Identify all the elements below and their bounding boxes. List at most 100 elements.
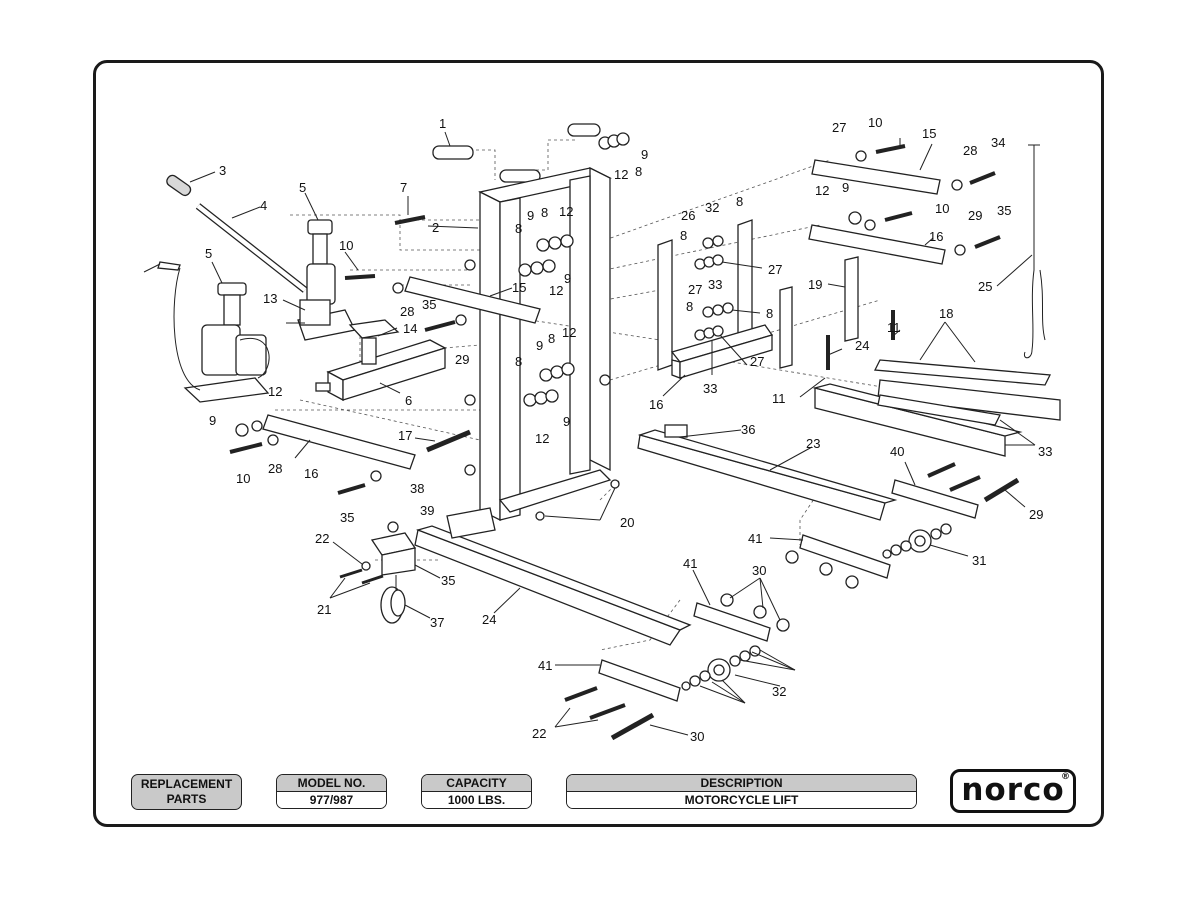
callout-label: 12 bbox=[614, 167, 628, 182]
callout-label: 28 bbox=[400, 304, 414, 319]
callout-label: 8 bbox=[736, 194, 743, 209]
part-bracket bbox=[348, 319, 400, 365]
callout-label: 16 bbox=[649, 397, 663, 412]
norco-logo: norco ® bbox=[950, 769, 1076, 813]
callout-label: 31 bbox=[972, 553, 986, 568]
callout-label: 20 bbox=[620, 515, 634, 530]
callout-label: 5 bbox=[299, 180, 306, 195]
part-carriage bbox=[657, 219, 774, 379]
callout-label: 8 bbox=[548, 331, 555, 346]
callout-label: 33 bbox=[708, 277, 722, 292]
callout-label: 29 bbox=[1029, 507, 1043, 522]
callout-label: 33 bbox=[1038, 444, 1052, 459]
replacement-parts-box: REPLACEMENT PARTS bbox=[131, 774, 242, 810]
part-main-frame bbox=[464, 166, 612, 522]
callout-label: 29 bbox=[968, 208, 982, 223]
callout-label: 32 bbox=[772, 684, 786, 699]
callout-label: 8 bbox=[635, 164, 642, 179]
part-roller bbox=[432, 123, 601, 183]
capacity-value: 1000 LBS. bbox=[422, 792, 531, 808]
callout-label: 16 bbox=[929, 229, 943, 244]
part-bottle-jack bbox=[286, 219, 356, 341]
logo-wordmark: norco bbox=[961, 772, 1065, 808]
callout-label: 2 bbox=[432, 220, 439, 235]
callout-label: 8 bbox=[541, 205, 548, 220]
callout-label: 34 bbox=[991, 135, 1005, 150]
callout-label: 5 bbox=[205, 246, 212, 261]
callout-label: 35 bbox=[340, 510, 354, 525]
replacement-parts-label: REPLACEMENT PARTS bbox=[140, 777, 233, 806]
callout-label: 12 bbox=[268, 384, 282, 399]
part-hardware-stacks bbox=[235, 132, 966, 571]
description-header: DESCRIPTION bbox=[567, 775, 916, 792]
part-pads bbox=[779, 256, 859, 369]
callout-label: 25 bbox=[978, 279, 992, 294]
callout-label: 7 bbox=[400, 180, 407, 195]
callout-label: 27 bbox=[768, 262, 782, 277]
callout-label: 29 bbox=[455, 352, 469, 367]
callout-label: 15 bbox=[512, 280, 526, 295]
callout-label: 35 bbox=[441, 573, 455, 588]
callout-label: 27 bbox=[750, 354, 764, 369]
callout-label: 27 bbox=[688, 282, 702, 297]
callout-label: 19 bbox=[808, 277, 822, 292]
callout-label: 9 bbox=[563, 414, 570, 429]
part-caster bbox=[370, 532, 417, 624]
callout-label: 12 bbox=[549, 283, 563, 298]
callout-label: 9 bbox=[209, 413, 216, 428]
part-tie-down-strap bbox=[1023, 144, 1046, 359]
callout-label: 13 bbox=[263, 291, 277, 306]
callout-label: 8 bbox=[686, 299, 693, 314]
capacity-header: CAPACITY bbox=[422, 775, 531, 792]
part-base-rails bbox=[414, 424, 898, 646]
part-link-arms bbox=[262, 159, 946, 470]
callout-label: 4 bbox=[260, 198, 267, 213]
callout-label: 17 bbox=[398, 428, 412, 443]
callout-label: 24 bbox=[482, 612, 496, 627]
callout-label: 27 bbox=[832, 120, 846, 135]
callout-label: 28 bbox=[963, 143, 977, 158]
callout-label: 11 bbox=[772, 391, 786, 406]
callout-label: 21 bbox=[317, 602, 331, 617]
callout-label: 26 bbox=[681, 208, 695, 223]
registered-mark: ® bbox=[1061, 772, 1070, 782]
callout-label: 9 bbox=[842, 180, 849, 195]
model-number-value: 977/987 bbox=[277, 792, 386, 808]
part-tube bbox=[315, 339, 447, 402]
model-number-box: MODEL NO. 977/987 bbox=[276, 774, 387, 809]
capacity-box: CAPACITY 1000 LBS. bbox=[421, 774, 532, 809]
callout-label: 8 bbox=[515, 354, 522, 369]
leader-lines bbox=[189, 131, 1036, 736]
callout-label: 8 bbox=[515, 221, 522, 236]
callout-label: 22 bbox=[315, 531, 329, 546]
callout-label: 12 bbox=[562, 325, 576, 340]
callout-label: 18 bbox=[939, 306, 953, 321]
callout-label: 41 bbox=[538, 658, 552, 673]
callout-label: 12 bbox=[559, 204, 573, 219]
callout-label: 10 bbox=[868, 115, 882, 130]
part-air-jack bbox=[143, 261, 270, 403]
callout-label: 23 bbox=[806, 436, 820, 451]
callout-label: 39 bbox=[420, 503, 434, 518]
callout-label: 40 bbox=[890, 444, 904, 459]
callout-label: 10 bbox=[339, 238, 353, 253]
callout-label: 6 bbox=[405, 393, 412, 408]
callout-label: 30 bbox=[690, 729, 704, 744]
description-box: DESCRIPTION MOTORCYCLE LIFT bbox=[566, 774, 917, 809]
callout-label: 9 bbox=[527, 208, 534, 223]
callout-label: 9 bbox=[536, 338, 543, 353]
callout-label: 8 bbox=[680, 228, 687, 243]
part-side-plates bbox=[598, 479, 979, 702]
callout-label: 14 bbox=[403, 321, 417, 336]
callout-label: 9 bbox=[641, 147, 648, 162]
callout-label: 9 bbox=[564, 271, 571, 286]
callout-label: 41 bbox=[683, 556, 697, 571]
callout-label: 15 bbox=[922, 126, 936, 141]
callout-label: 35 bbox=[997, 203, 1011, 218]
description-value: MOTORCYCLE LIFT bbox=[567, 792, 916, 808]
callout-label: 11 bbox=[887, 320, 901, 335]
callout-label: 10 bbox=[935, 201, 949, 216]
callout-labels: 1 2 3 4 5 5 6 7 8 8 8 8 8 8 8 8 8 9 9 9 … bbox=[205, 115, 1052, 744]
callout-label: 41 bbox=[748, 531, 762, 546]
